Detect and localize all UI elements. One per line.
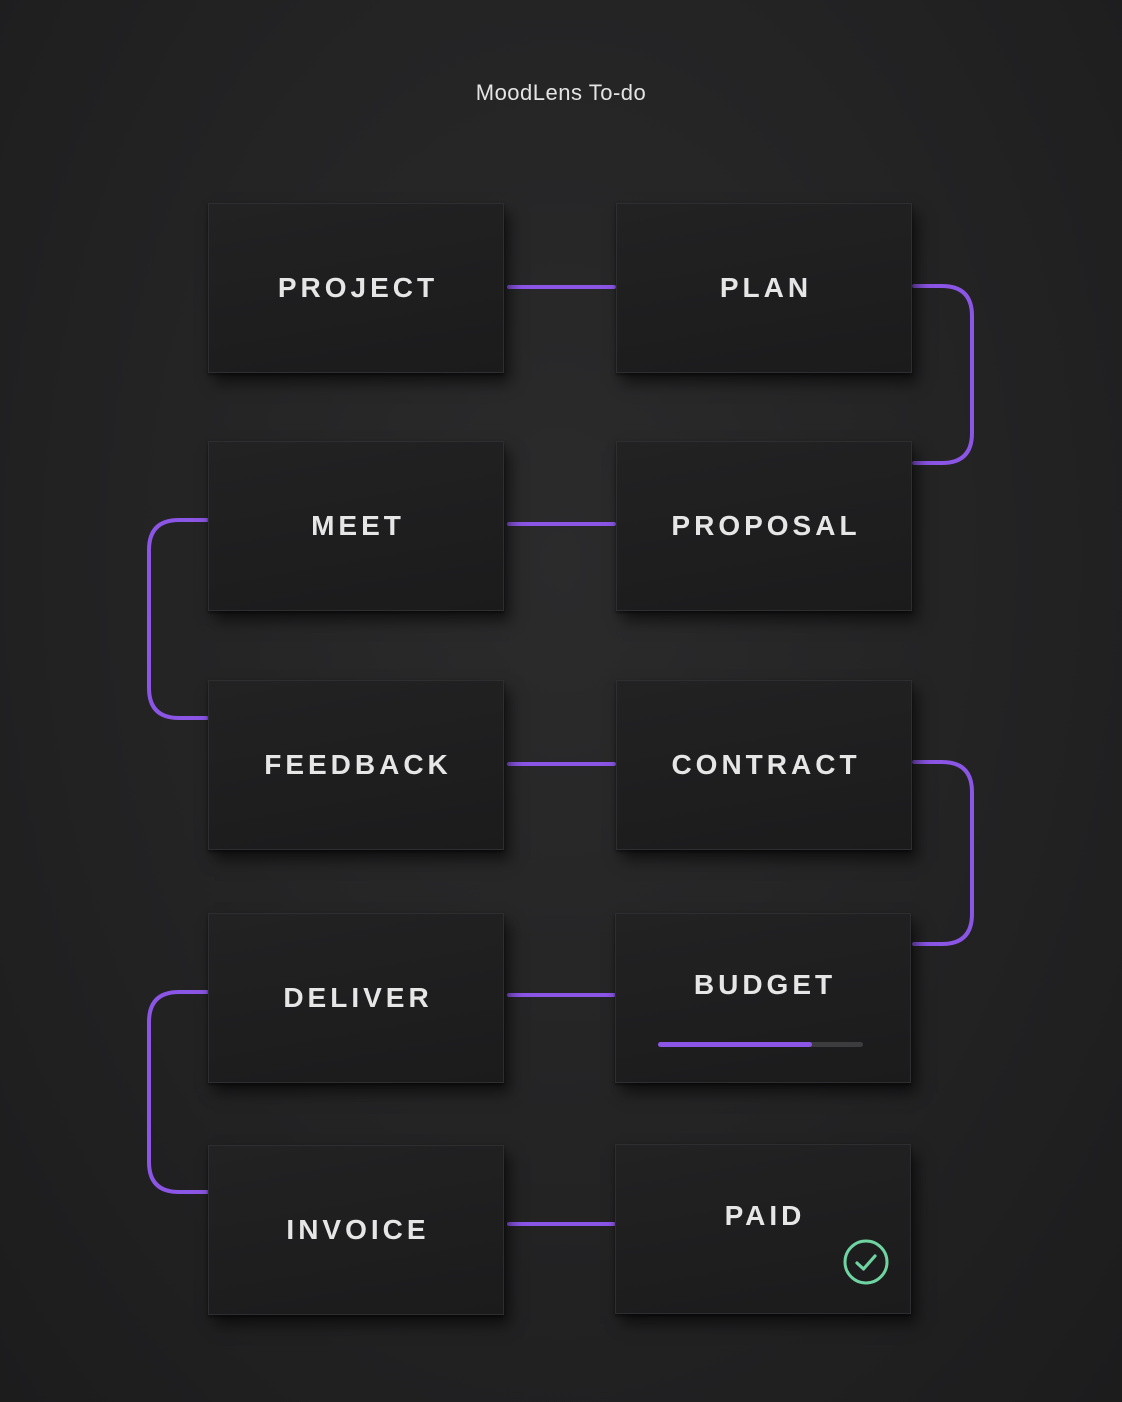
step-label: FEEDBACK xyxy=(264,749,452,780)
step-label: PAID xyxy=(724,1199,806,1231)
step-label: INVOICE xyxy=(286,1214,430,1245)
connector-deliver-invoice xyxy=(147,990,209,1194)
step-card-deliver[interactable]: DELIVER xyxy=(208,913,504,1083)
connector-contract-budget xyxy=(912,760,974,946)
connector-plan-proposal xyxy=(912,284,974,465)
step-label: CONTRACT xyxy=(671,749,861,780)
check-circle-icon xyxy=(843,1239,889,1285)
step-card-contract[interactable]: CONTRACT xyxy=(616,680,912,850)
budget-progress-fill xyxy=(658,1042,812,1047)
step-card-invoice[interactable]: INVOICE xyxy=(208,1145,504,1315)
step-label: PROJECT xyxy=(277,272,439,303)
step-label: DELIVER xyxy=(283,982,433,1013)
step-card-meet[interactable]: MEET xyxy=(208,441,504,611)
step-label: MEET xyxy=(311,510,405,541)
budget-progress-bar xyxy=(658,1042,863,1047)
step-card-plan[interactable]: PLAN xyxy=(616,203,912,373)
step-card-paid[interactable]: PAID xyxy=(615,1144,911,1314)
step-card-budget[interactable]: BUDGET xyxy=(615,913,911,1083)
step-label: PROPOSAL xyxy=(671,510,861,541)
step-card-project[interactable]: PROJECT xyxy=(208,203,504,373)
step-label: PLAN xyxy=(719,272,813,303)
connector-meet-feedback xyxy=(147,518,209,720)
page-title: MoodLens To-do xyxy=(475,80,647,105)
step-label: BUDGET xyxy=(693,968,837,1000)
step-card-proposal[interactable]: PROPOSAL xyxy=(616,441,912,611)
step-card-feedback[interactable]: FEEDBACK xyxy=(208,680,504,850)
